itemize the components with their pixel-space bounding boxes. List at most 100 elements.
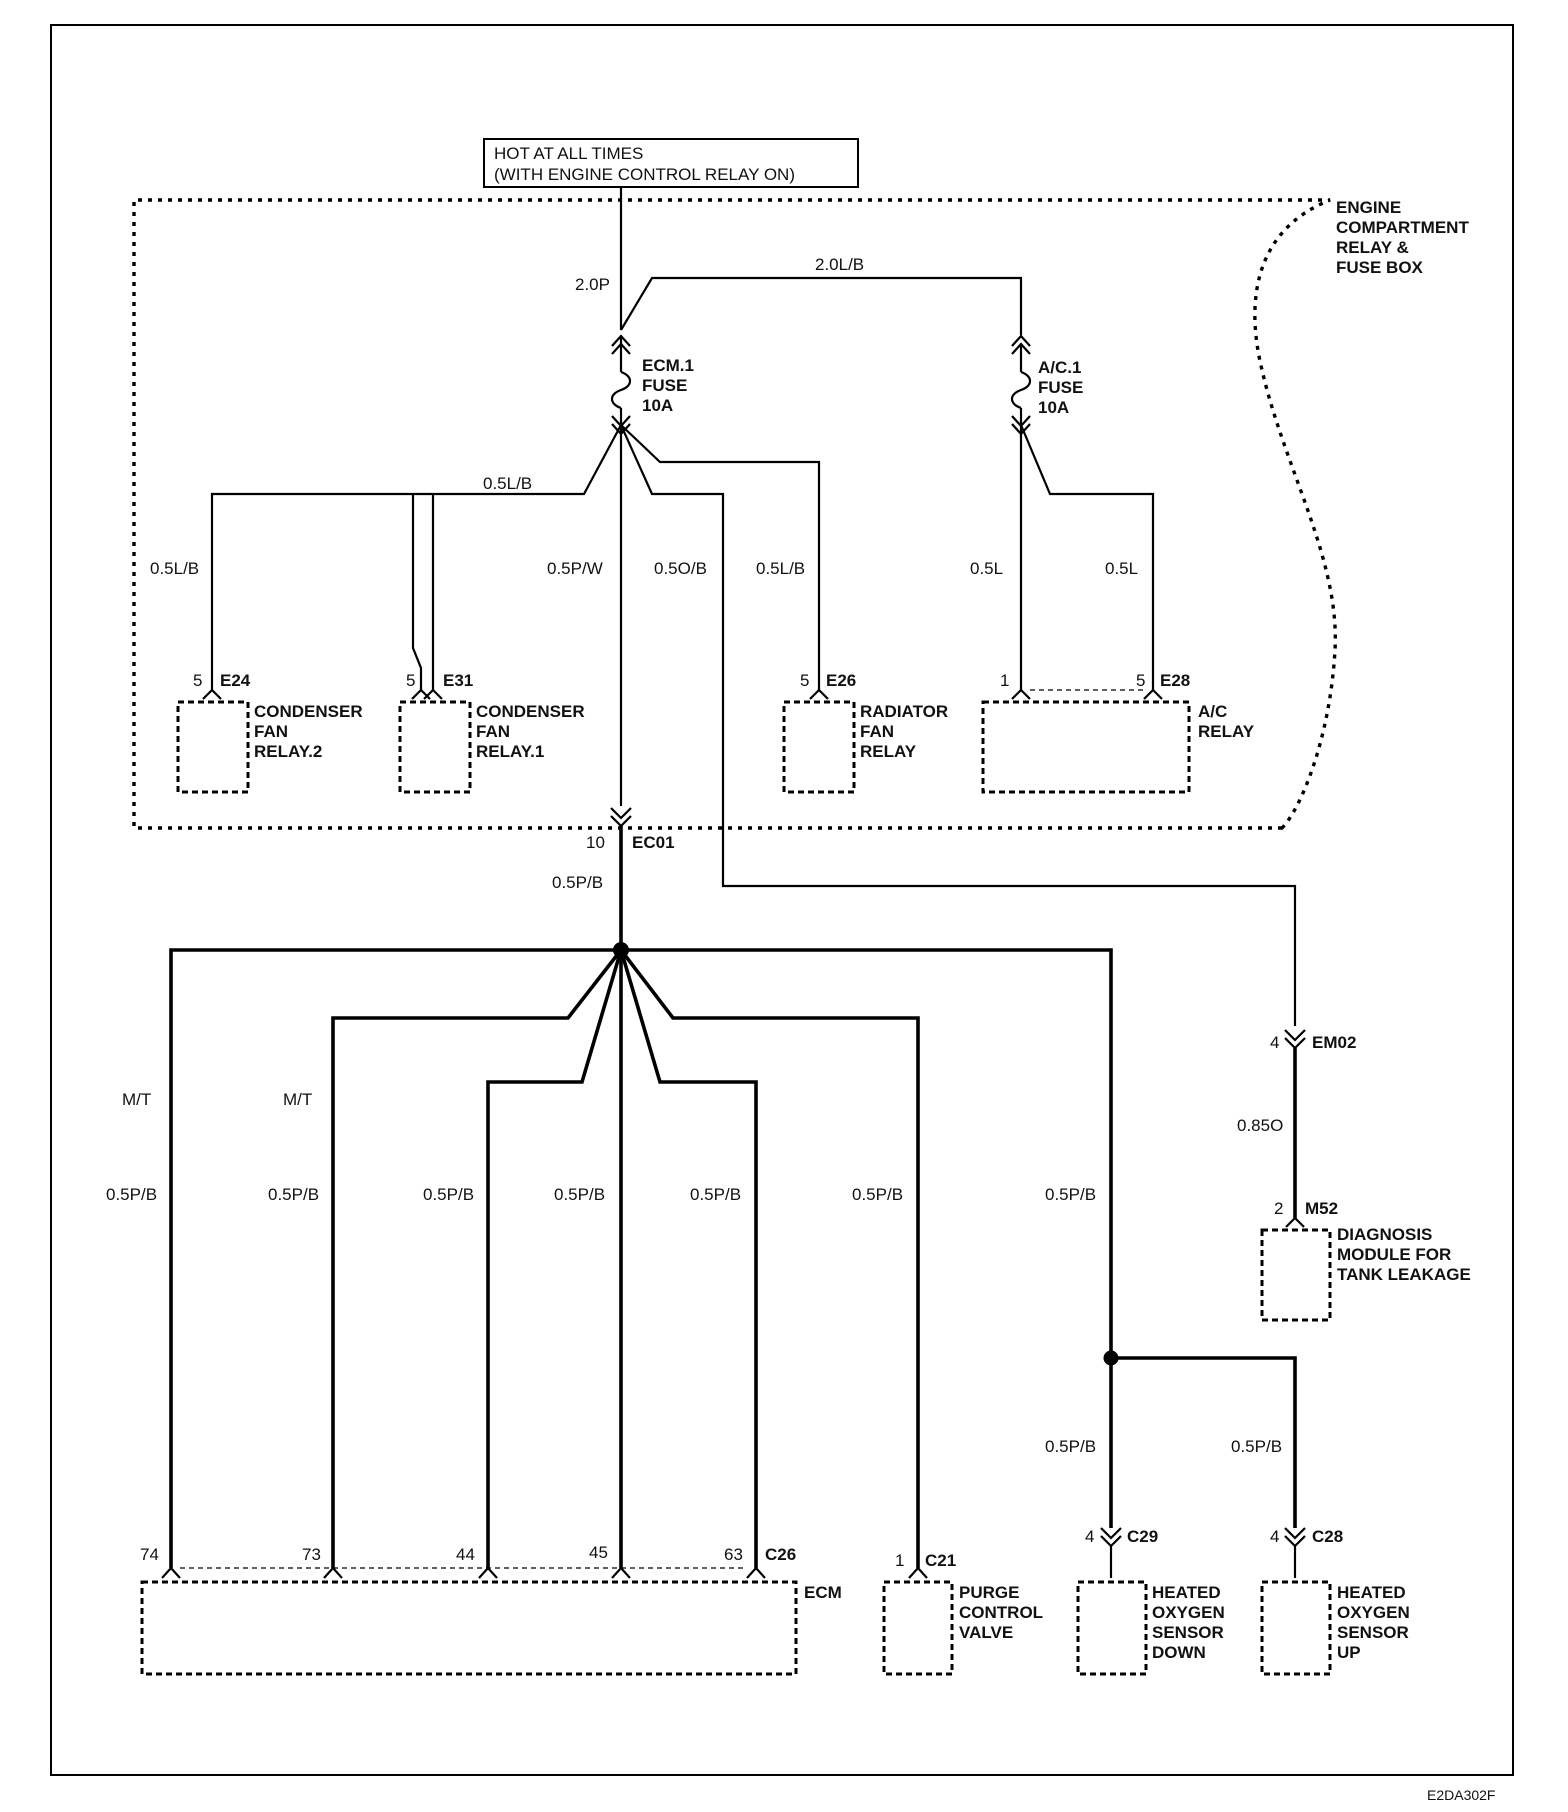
radiator-fan-relay: 5 E26 RADIATOR FAN RELAY — [782, 671, 948, 794]
svg-text:C26: C26 — [765, 1545, 796, 1564]
svg-text:FUSE BOX: FUSE BOX — [1336, 258, 1424, 277]
svg-text:E24: E24 — [220, 671, 251, 690]
svg-text:4: 4 — [1085, 1527, 1094, 1546]
svg-text:73: 73 — [302, 1545, 321, 1564]
svg-text:E28: E28 — [1160, 671, 1190, 690]
heated-oxygen-sensor-down: 4 C29 HEATED OXYGEN SENSOR DOWN — [1076, 1527, 1225, 1676]
wire-label-ecm45: 0.5P/B — [554, 1185, 605, 1204]
wire-ecm73 — [331, 948, 623, 1568]
svg-text:FUSE: FUSE — [642, 376, 687, 395]
svg-text:TANK LEAKAGE: TANK LEAKAGE — [1337, 1265, 1471, 1284]
svg-text:A/C.1: A/C.1 — [1038, 358, 1081, 377]
svg-text:FAN: FAN — [476, 722, 510, 741]
wire-purge — [619, 948, 920, 1568]
wire-label-condenser-bus: 0.5L/B — [483, 474, 532, 493]
svg-text:RELAY: RELAY — [1198, 722, 1255, 741]
ac-fuse: A/C.1 FUSE 10A — [1010, 334, 1083, 436]
wire-ecm44 — [486, 949, 623, 1568]
svg-text:E31: E31 — [443, 671, 473, 690]
svg-text:RELAY.2: RELAY.2 — [254, 742, 322, 761]
svg-text:FAN: FAN — [254, 722, 288, 741]
fuse-box-label: ENGINE COMPARTMENT RELAY & FUSE BOX — [1336, 198, 1469, 277]
wire-label-ecm74: 0.5P/B — [106, 1185, 157, 1204]
wire-label-ec01-out: 0.5P/B — [552, 873, 603, 892]
wire-label-ecm73: 0.5P/B — [268, 1185, 319, 1204]
heated-oxygen-sensor-up: 4 C28 HEATED OXYGEN SENSOR UP — [1260, 1527, 1410, 1676]
ecm: 74 73 44 45 63 C26 ECM — [140, 1543, 842, 1676]
wire-label-center-down: 0.5P/W — [547, 559, 603, 578]
svg-text:5: 5 — [1136, 671, 1145, 690]
svg-text:10A: 10A — [642, 396, 673, 415]
wire-label-ac-relay-5: 0.5L — [1105, 559, 1138, 578]
figure-code: E2DA302F — [1427, 1787, 1495, 1803]
svg-text:74: 74 — [140, 1545, 159, 1564]
svg-text:COMPARTMENT: COMPARTMENT — [1336, 218, 1469, 237]
wire-ac-feed — [620, 276, 1023, 335]
wire-label-ac-feed: 2.0L/B — [815, 255, 864, 274]
svg-text:EM02: EM02 — [1312, 1033, 1356, 1052]
svg-text:DOWN: DOWN — [1152, 1643, 1206, 1662]
svg-text:C29: C29 — [1127, 1527, 1158, 1546]
wire-label-supply-feed: 2.0P — [575, 275, 610, 294]
svg-text:A/C: A/C — [1198, 702, 1227, 721]
svg-text:RELAY.1: RELAY.1 — [476, 742, 544, 761]
svg-text:CONTROL: CONTROL — [959, 1603, 1043, 1622]
wire-condenser-2-drop — [411, 494, 423, 690]
svg-text:C28: C28 — [1312, 1527, 1343, 1546]
svg-text:5: 5 — [406, 671, 415, 690]
svg-text:VALVE: VALVE — [959, 1623, 1013, 1642]
wire-label-diag-feed: 0.5O/B — [654, 559, 707, 578]
svg-text:RADIATOR: RADIATOR — [860, 702, 948, 721]
svg-text:10A: 10A — [1038, 398, 1069, 417]
svg-text:OXYGEN: OXYGEN — [1152, 1603, 1225, 1622]
wire-label-purge: 0.5P/B — [852, 1185, 903, 1204]
wire-label-condenser-2: 0.5L/B — [150, 559, 199, 578]
svg-text:EC01: EC01 — [632, 833, 675, 852]
wire-right-trunk — [621, 948, 1113, 1358]
svg-text:1: 1 — [1000, 671, 1009, 690]
svg-text:10: 10 — [586, 833, 605, 852]
wire-ac-relay-5 — [1019, 424, 1155, 690]
svg-text:HEATED: HEATED — [1152, 1583, 1221, 1602]
wire-ecm74 — [169, 948, 621, 1568]
purge-control-valve: 1 C21 PURGE CONTROL VALVE — [882, 1551, 1043, 1676]
svg-text:SENSOR: SENSOR — [1337, 1623, 1409, 1642]
svg-text:DIAGNOSIS: DIAGNOSIS — [1337, 1225, 1432, 1244]
svg-text:HOT AT ALL TIMES: HOT AT ALL TIMES — [494, 144, 643, 163]
svg-text:1: 1 — [895, 1551, 904, 1570]
svg-text:PURGE: PURGE — [959, 1583, 1019, 1602]
svg-text:CONDENSER: CONDENSER — [476, 702, 585, 721]
wire-label-em02-out: 0.85O — [1237, 1116, 1283, 1135]
svg-text:FAN: FAN — [860, 722, 894, 741]
wire-label-right-trunk: 0.5P/B — [1045, 1185, 1096, 1204]
wire-label-ac-relay-1: 0.5L — [970, 559, 1003, 578]
condenser-fan-relay-2: 5 E24 CONDENSER FAN RELAY.2 — [176, 671, 363, 794]
svg-text:44: 44 — [456, 1545, 475, 1564]
svg-text:2: 2 — [1274, 1199, 1283, 1218]
svg-text:ECM.1: ECM.1 — [642, 356, 694, 375]
svg-text:(WITH ENGINE CONTROL RELAY ON): (WITH ENGINE CONTROL RELAY ON) — [494, 165, 795, 184]
svg-text:UP: UP — [1337, 1643, 1361, 1662]
svg-text:RELAY: RELAY — [860, 742, 917, 761]
svg-text:4: 4 — [1270, 1527, 1279, 1546]
wire-ecm63 — [619, 949, 758, 1568]
wire-label-o2-down: 0.5P/B — [1045, 1437, 1096, 1456]
wire-o2-up — [1111, 1356, 1297, 1528]
svg-text:5: 5 — [193, 671, 202, 690]
diagram-frame — [50, 24, 1514, 1776]
svg-text:63: 63 — [724, 1545, 743, 1564]
svg-text:M52: M52 — [1305, 1199, 1338, 1218]
svg-text:45: 45 — [589, 1543, 608, 1562]
wire-label-ecm44: 0.5P/B — [423, 1185, 474, 1204]
wire-diag-feed — [619, 424, 1297, 1026]
wire-condenser-bus — [210, 424, 622, 690]
svg-text:FUSE: FUSE — [1038, 378, 1083, 397]
svg-text:5: 5 — [800, 671, 809, 690]
svg-text:SENSOR: SENSOR — [1152, 1623, 1224, 1642]
svg-text:4: 4 — [1270, 1033, 1279, 1052]
svg-text:RELAY &: RELAY & — [1336, 238, 1409, 257]
wire-label-mt-74: M/T — [122, 1090, 151, 1109]
svg-text:E26: E26 — [826, 671, 856, 690]
diagnosis-module: 2 M52 DIAGNOSIS MODULE FOR TANK LEAKAGE — [1260, 1199, 1471, 1322]
